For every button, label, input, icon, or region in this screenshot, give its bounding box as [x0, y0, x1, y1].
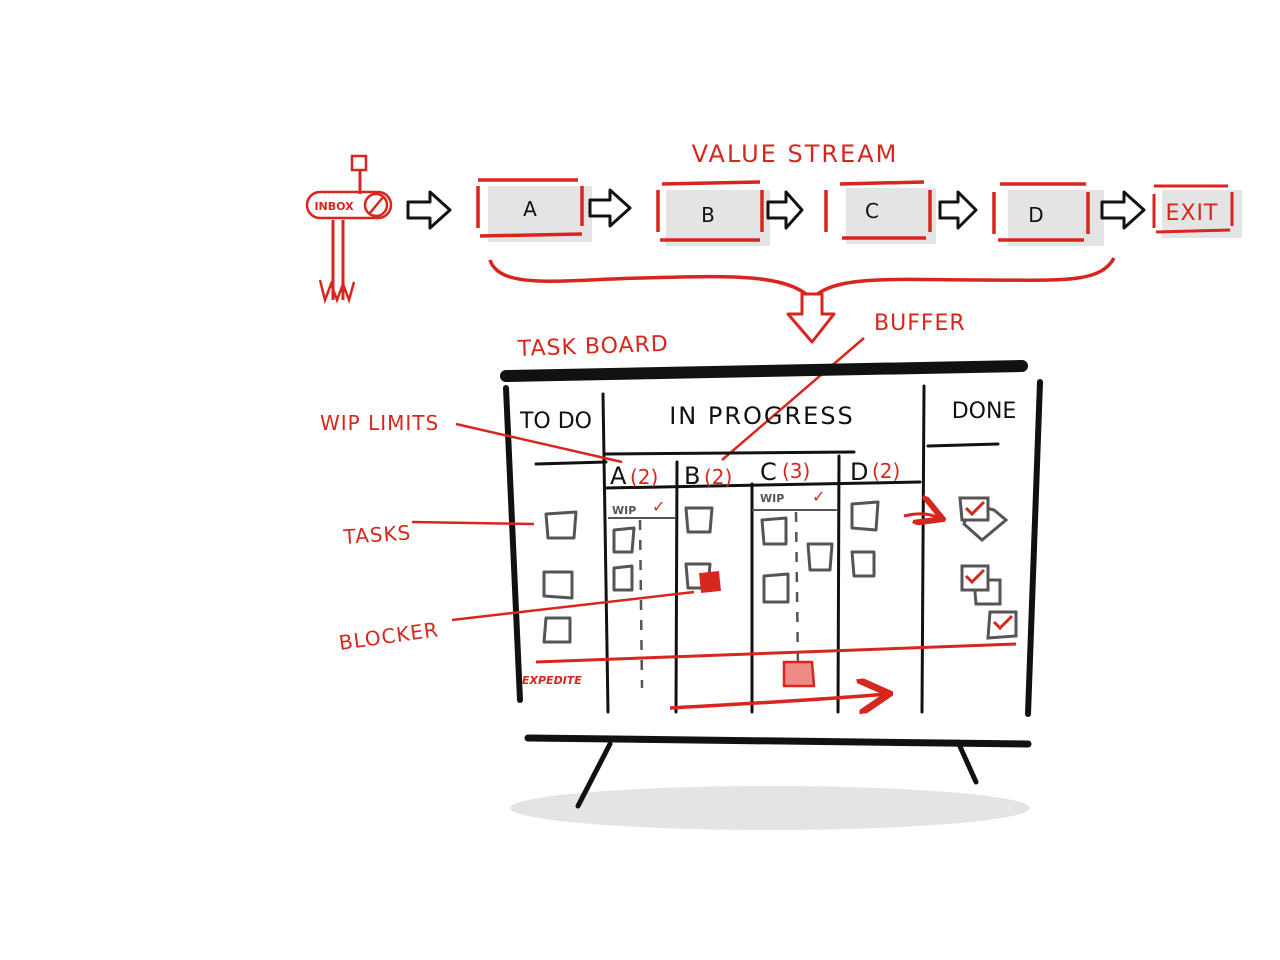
wip-row-c: WIP ✓ — [752, 487, 838, 669]
sub-column-limit: (2) — [704, 465, 732, 489]
check-icon — [964, 568, 986, 585]
value-stream-shadows — [488, 186, 1242, 246]
task-card — [806, 542, 834, 572]
wip-check-icon: ✓ — [812, 487, 825, 506]
task-card — [542, 616, 572, 644]
blocker-label: BLOCKER — [337, 617, 440, 655]
sub-column-limit: (3) — [782, 459, 810, 483]
tasks-label: TASKS — [342, 520, 412, 549]
wip-label: WIP — [760, 492, 784, 505]
to-done-arrow — [903, 514, 940, 518]
task-cards — [542, 500, 880, 644]
flow-arrow-icon — [406, 190, 452, 230]
board-shadow — [510, 786, 1030, 830]
down-arrow-icon — [786, 292, 836, 344]
wip-limits-label: WIP LIMITS — [320, 411, 439, 435]
tasks-pointer — [411, 520, 535, 526]
step-label: A — [523, 197, 537, 221]
value-stream-step-d: D — [992, 182, 1090, 242]
value-stream-step-b: B — [656, 180, 764, 242]
wip-check-icon: ✓ — [652, 497, 665, 516]
blocker-pointer — [451, 590, 695, 622]
exit-box: EXIT — [1152, 184, 1234, 234]
blocker-card — [699, 571, 721, 593]
expedite-label: EXPEDITE — [522, 674, 582, 687]
task-card — [542, 570, 574, 600]
check-icon — [964, 500, 986, 517]
task-card — [850, 500, 880, 532]
task-card — [684, 506, 714, 534]
flow-arrow-icon — [938, 190, 978, 230]
flow-arrow-icon — [588, 188, 632, 228]
expedite-arrow — [669, 694, 886, 708]
buffer-pointer — [721, 337, 865, 461]
value-stream-step-c: C — [824, 180, 932, 240]
sub-column-letter: B — [684, 462, 700, 490]
sub-column-d: D (2) — [850, 458, 900, 486]
task-card — [850, 550, 876, 578]
in-progress-header: IN PROGRESS — [669, 402, 855, 430]
sub-column-c: C (3) — [760, 458, 810, 486]
task-card — [612, 526, 636, 554]
sub-column-letter: A — [610, 462, 627, 490]
step-label: D — [1028, 203, 1043, 227]
todo-header: TO DO — [519, 409, 592, 434]
value-stream-step-a: A — [476, 178, 584, 238]
task-card — [544, 510, 578, 540]
value-stream-title: VALUE STREAM — [692, 140, 899, 168]
flow-arrow-icons — [406, 188, 1146, 230]
sub-column-letter: D — [850, 458, 868, 486]
expedite-lane-line — [535, 642, 1017, 664]
done-card — [958, 496, 990, 522]
task-card — [612, 564, 634, 592]
flow-arrow-icon — [1100, 190, 1146, 230]
exit-label: EXIT — [1166, 201, 1219, 226]
inbox-signpost: INBOX — [305, 154, 393, 305]
wip-limits-pointer — [455, 422, 623, 464]
sub-column-limit: (2) — [872, 459, 900, 483]
wip-label: WIP — [612, 504, 636, 517]
wip-row-a: WIP ✓ — [608, 497, 676, 689]
buffer-label: BUFFER — [874, 311, 966, 336]
inbox-label: INBOX — [314, 200, 354, 213]
sub-column-b: B (2) — [684, 462, 732, 490]
step-label: B — [701, 203, 715, 227]
sub-column-letter: C — [760, 458, 777, 486]
step-label: C — [865, 199, 879, 223]
task-board-title: TASK BOARD — [516, 332, 669, 362]
task-card — [760, 516, 788, 546]
task-card — [762, 572, 790, 604]
done-cards — [958, 496, 1018, 640]
check-icon — [992, 614, 1014, 631]
flow-arrow-icon — [766, 190, 804, 230]
sub-column-limit: (2) — [630, 465, 658, 489]
done-header: DONE — [952, 399, 1017, 424]
expedite-card — [782, 660, 816, 688]
sub-column-a: A (2) — [610, 462, 658, 490]
